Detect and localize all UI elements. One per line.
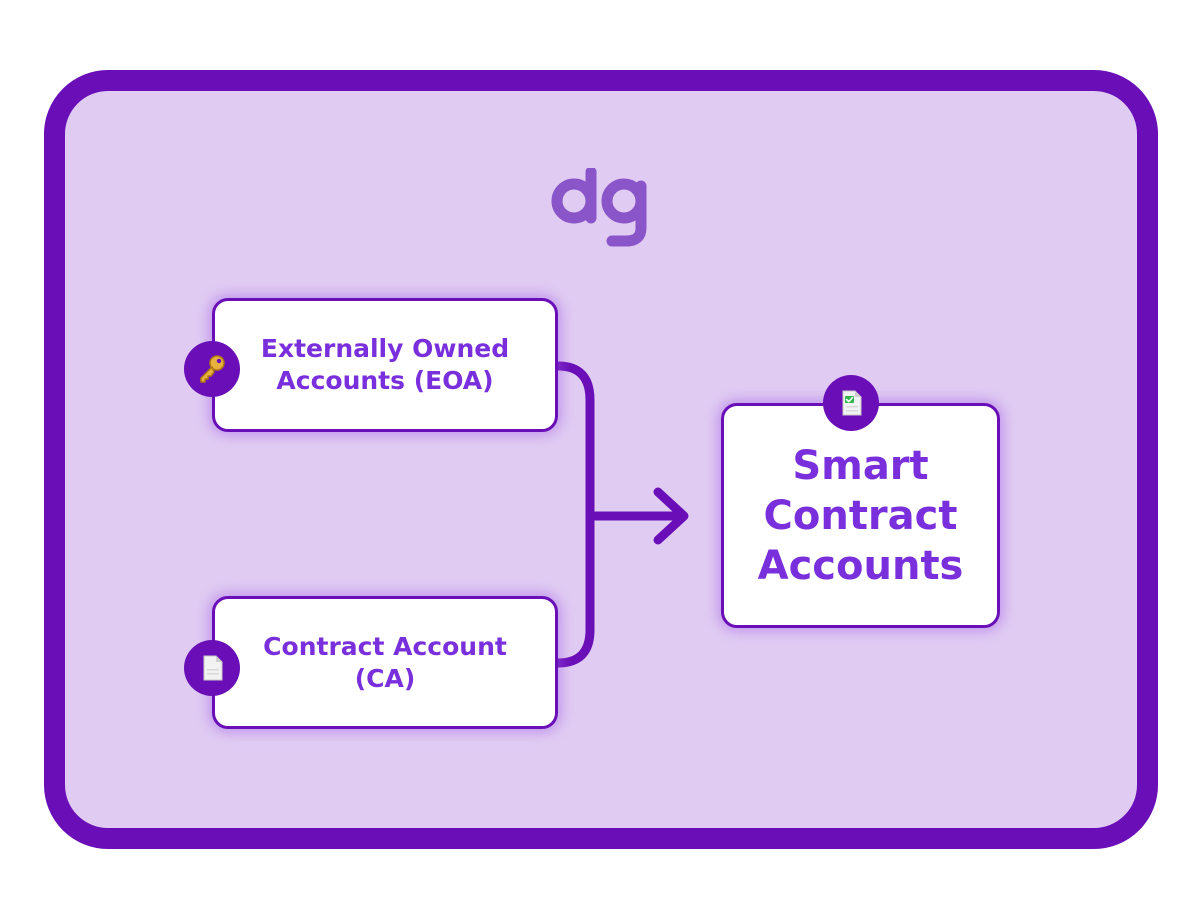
key-icon-badge — [184, 341, 240, 397]
verified-document-icon — [842, 390, 862, 416]
node-eoa: Externally Owned Accounts (EOA) — [212, 298, 558, 432]
node-eoa-line-1: Externally Owned — [260, 334, 510, 363]
node-ca-line-1: Contract Account — [263, 631, 507, 661]
dg-logo — [551, 168, 647, 247]
verified-document-icon-badge — [823, 375, 879, 431]
node-sca-line-2: Contract — [763, 492, 958, 539]
document-icon-badge — [184, 640, 240, 696]
node-ca: Contract Account (CA) — [212, 596, 558, 729]
node-eoa-label: Externally Owned Accounts (EOA) — [261, 333, 509, 397]
key-icon — [200, 355, 225, 383]
node-ca-line-2: (CA) — [354, 663, 416, 693]
document-icon — [203, 655, 223, 681]
node-ca-label: Contract Account (CA) — [263, 631, 507, 695]
node-eoa-line-2: Accounts (EOA) — [276, 366, 494, 395]
node-sca-line-3: Accounts — [757, 542, 964, 589]
node-sca-line-1: Smart — [792, 442, 929, 489]
node-smart-contract-accounts: Smart Contract Accounts — [721, 403, 1000, 628]
node-sca-label: Smart Contract Accounts — [758, 441, 964, 591]
